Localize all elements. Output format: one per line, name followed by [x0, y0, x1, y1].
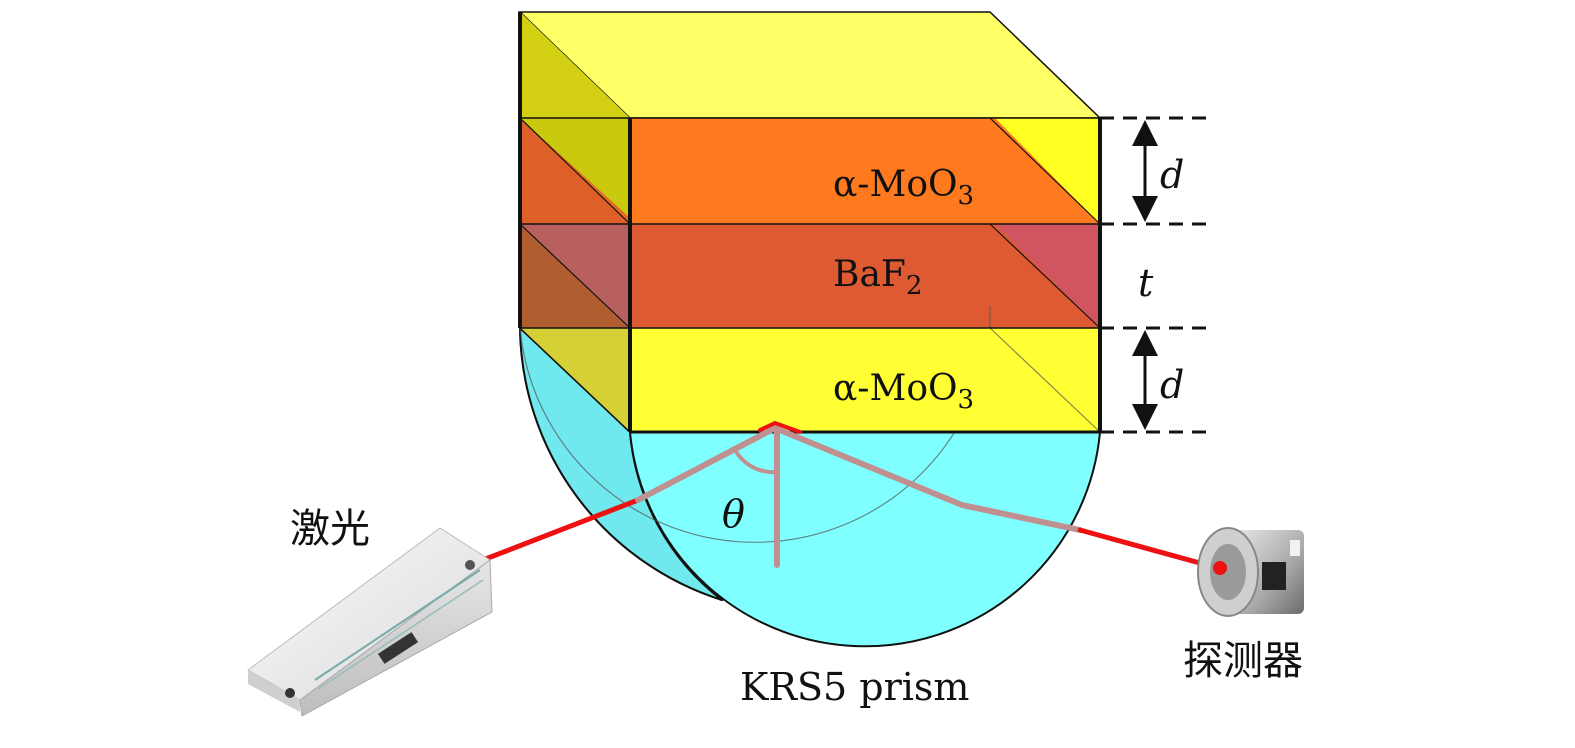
beam-path [467, 420, 1221, 571]
top-layer-side-lower [520, 12, 630, 118]
alpha-moo3-top-corner [995, 118, 1100, 224]
laser-front [248, 670, 300, 712]
baf2-corner [995, 224, 1100, 328]
detector-aperture [1213, 561, 1227, 575]
prism-label: KRS5 prism [740, 665, 969, 709]
thickness-markers [1100, 116, 1210, 434]
laser-aperture [465, 560, 475, 570]
layer-label-top: α-MoO3 [833, 164, 974, 211]
detector-label: 探测器 [1183, 638, 1303, 684]
reflection-point [758, 420, 802, 434]
krs5-prism [518, 325, 1102, 648]
beam-in-prism [635, 424, 1083, 533]
layer-stack: α-MoO3 BaF2 α-MoO3 [518, 11, 1102, 434]
laser-buttons [377, 632, 419, 664]
laser-beam-in [467, 497, 641, 568]
angle-arc [732, 446, 779, 475]
alpha-moo3-bottom-front [630, 328, 1100, 432]
thickness-label-middle: t [1138, 261, 1154, 305]
laser-label: 激光 [290, 506, 370, 552]
hidden-edge [989, 327, 1101, 433]
detector [1197, 527, 1304, 617]
detector-window [1262, 562, 1286, 590]
thickness-label-bottom: d [1160, 363, 1184, 407]
layer-label-bottom: α-MoO3 [833, 368, 974, 415]
prism-front-face [628, 431, 1102, 648]
layer-label-middle: BaF2 [833, 254, 922, 301]
thickness-label-top: d [1160, 153, 1184, 197]
laser-knob [285, 688, 295, 698]
laser-beam-out [1077, 527, 1221, 571]
angle-theta-label: θ [722, 492, 745, 536]
laser-source [247, 527, 493, 717]
detector-sticker [1290, 540, 1300, 556]
